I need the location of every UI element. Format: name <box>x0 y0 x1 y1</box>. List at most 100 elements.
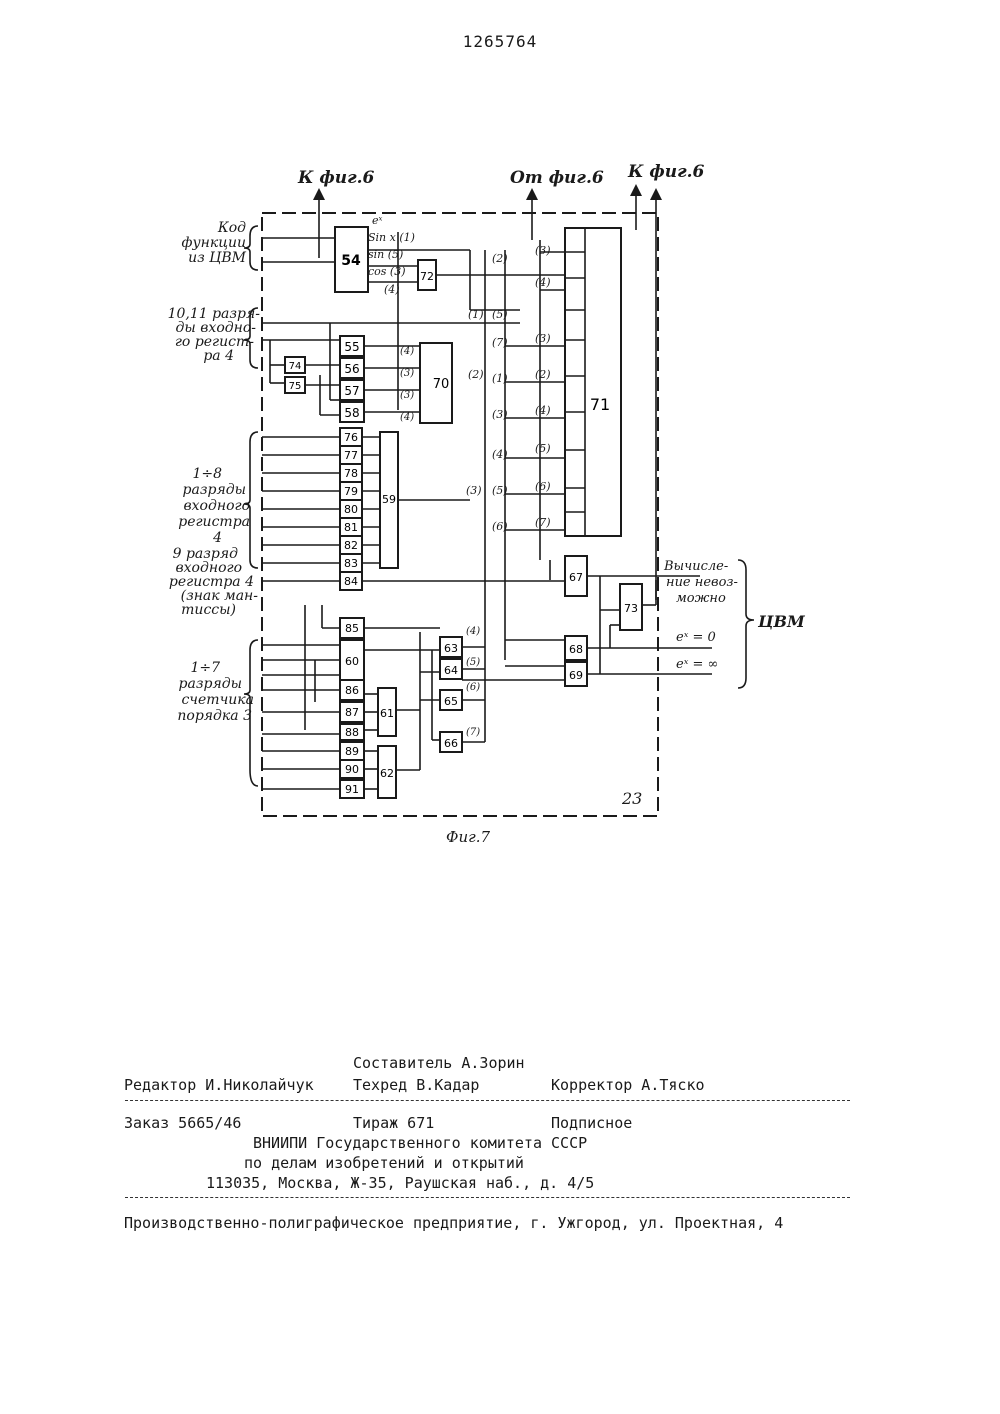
svg-text:66: 66 <box>444 737 458 750</box>
svg-text:тиссы): тиссы) <box>181 602 236 618</box>
svg-text:входного: входного <box>184 498 251 514</box>
svg-text:55: 55 <box>344 340 359 354</box>
svg-text:(4): (4) <box>400 412 414 423</box>
svg-text:(2): (2) <box>468 368 484 381</box>
svg-text:75: 75 <box>289 381 302 392</box>
svg-text:(3): (3) <box>400 390 414 401</box>
svg-text:89: 89 <box>345 745 359 758</box>
svg-text:82: 82 <box>344 539 358 552</box>
org-line-1: ВНИИПИ Государственного комитета СССР <box>253 1134 587 1152</box>
svg-text:80: 80 <box>344 503 358 516</box>
svg-text:eˣ: eˣ <box>372 214 383 227</box>
svg-text:62: 62 <box>380 767 394 780</box>
tehred: Техред В.Кадар <box>353 1076 479 1094</box>
svg-text:cos (3): cos (3) <box>368 265 406 278</box>
brace-1 <box>244 226 258 270</box>
svg-text:(6): (6) <box>492 520 508 533</box>
svg-text:54: 54 <box>341 253 361 269</box>
svg-text:70: 70 <box>433 377 450 392</box>
figure-caption: Фиг.7 <box>446 828 490 846</box>
label-k-fig6-right: К фиг.6 <box>627 162 705 182</box>
svg-text:76: 76 <box>344 431 358 444</box>
svg-text:(4): (4) <box>466 626 480 637</box>
svg-text:регистра: регистра <box>178 514 250 530</box>
redaktor: Редактор И.Николайчук <box>124 1076 314 1094</box>
svg-text:(4): (4) <box>535 276 551 289</box>
svg-text:(6): (6) <box>466 682 480 693</box>
svg-text:4: 4 <box>212 530 222 546</box>
svg-text:90: 90 <box>345 763 359 776</box>
svg-text:61: 61 <box>380 707 394 720</box>
svg-text:69: 69 <box>569 669 583 682</box>
sostavitel: Составитель А.Зорин <box>353 1054 525 1072</box>
svg-text:77: 77 <box>344 449 358 462</box>
column-55-58: 55 56 57 58 <box>340 336 364 422</box>
svg-text:88: 88 <box>345 726 359 739</box>
column-63-66: 63 64 65 66 <box>440 637 462 752</box>
svg-text:Код: Код <box>217 220 246 236</box>
divider-2 <box>125 1197 850 1198</box>
zakaz: Заказ 5665/46 <box>124 1114 241 1132</box>
svg-text:(5): (5) <box>466 657 480 668</box>
svg-text:1÷8: 1÷8 <box>192 466 222 482</box>
svg-text:73: 73 <box>624 602 638 615</box>
svg-text:можно: можно <box>676 591 726 606</box>
svg-text:разряды: разряды <box>179 676 242 692</box>
svg-text:(2): (2) <box>492 252 508 265</box>
svg-text:ЦВМ: ЦВМ <box>757 612 806 631</box>
svg-text:79: 79 <box>344 485 358 498</box>
svg-text:60: 60 <box>345 655 359 668</box>
svg-text:68: 68 <box>569 643 583 656</box>
svg-text:78: 78 <box>344 467 358 480</box>
svg-text:(3): (3) <box>535 244 551 257</box>
svg-text:(5): (5) <box>535 442 551 455</box>
svg-text:(3): (3) <box>492 408 508 421</box>
svg-text:(6): (6) <box>535 480 551 493</box>
svg-text:81: 81 <box>344 521 358 534</box>
svg-text:Sin x (1): Sin x (1) <box>368 231 415 244</box>
column-76-84: 76 77 78 79 80 81 82 83 84 <box>340 428 362 590</box>
column-85-91: 85 60 86 87 88 89 90 91 <box>340 618 364 798</box>
svg-text:91: 91 <box>345 783 359 796</box>
svg-text:(7): (7) <box>466 727 480 738</box>
svg-text:57: 57 <box>344 384 359 398</box>
svg-text:(3): (3) <box>400 368 414 379</box>
svg-text:(2): (2) <box>535 368 551 381</box>
svg-text:72: 72 <box>420 270 434 283</box>
org-line-2: по делам изобретений и открытий <box>244 1154 524 1172</box>
svg-text:(4): (4) <box>535 404 551 417</box>
address: 113035, Москва, Ж-35, Раушская наб., д. … <box>206 1174 594 1192</box>
svg-text:(7): (7) <box>492 336 508 349</box>
svg-text:из ЦВМ: из ЦВМ <box>188 250 247 266</box>
svg-text:84: 84 <box>344 575 358 588</box>
brace-right <box>738 560 754 688</box>
svg-text:58: 58 <box>344 406 359 420</box>
svg-text:(4): (4) <box>492 448 508 461</box>
svg-text:1÷7: 1÷7 <box>190 660 220 676</box>
svg-text:ние невоз-: ние невоз- <box>666 575 738 590</box>
svg-text:(3): (3) <box>535 332 551 345</box>
svg-text:86: 86 <box>345 684 359 697</box>
frame-label: 23 <box>621 789 642 808</box>
printer: Производственно-полиграфическое предприя… <box>124 1214 783 1232</box>
svg-text:71: 71 <box>590 395 610 414</box>
label-k-fig6-left: К фиг.6 <box>297 168 375 188</box>
svg-text:56: 56 <box>344 362 359 376</box>
svg-text:(3): (3) <box>466 484 482 497</box>
svg-text:(5): (5) <box>492 484 508 497</box>
svg-text:ра 4: ра 4 <box>203 348 234 364</box>
label-ot-fig6: От фиг.6 <box>510 168 604 188</box>
divider-1 <box>125 1100 850 1101</box>
svg-text:функции: функции <box>182 235 246 251</box>
svg-text:счетчика: счетчика <box>181 692 254 708</box>
podpisnoe: Подписное <box>551 1114 632 1132</box>
svg-text:eˣ = 0: eˣ = 0 <box>676 630 716 645</box>
svg-text:67: 67 <box>569 571 583 584</box>
block-71 <box>565 228 621 536</box>
svg-text:74: 74 <box>289 361 302 372</box>
svg-text:порядка 3: порядка 3 <box>177 708 252 724</box>
svg-text:eˣ = ∞: eˣ = ∞ <box>676 657 718 672</box>
svg-text:разряды: разряды <box>183 482 246 498</box>
svg-text:63: 63 <box>444 642 458 655</box>
svg-text:87: 87 <box>345 706 359 719</box>
